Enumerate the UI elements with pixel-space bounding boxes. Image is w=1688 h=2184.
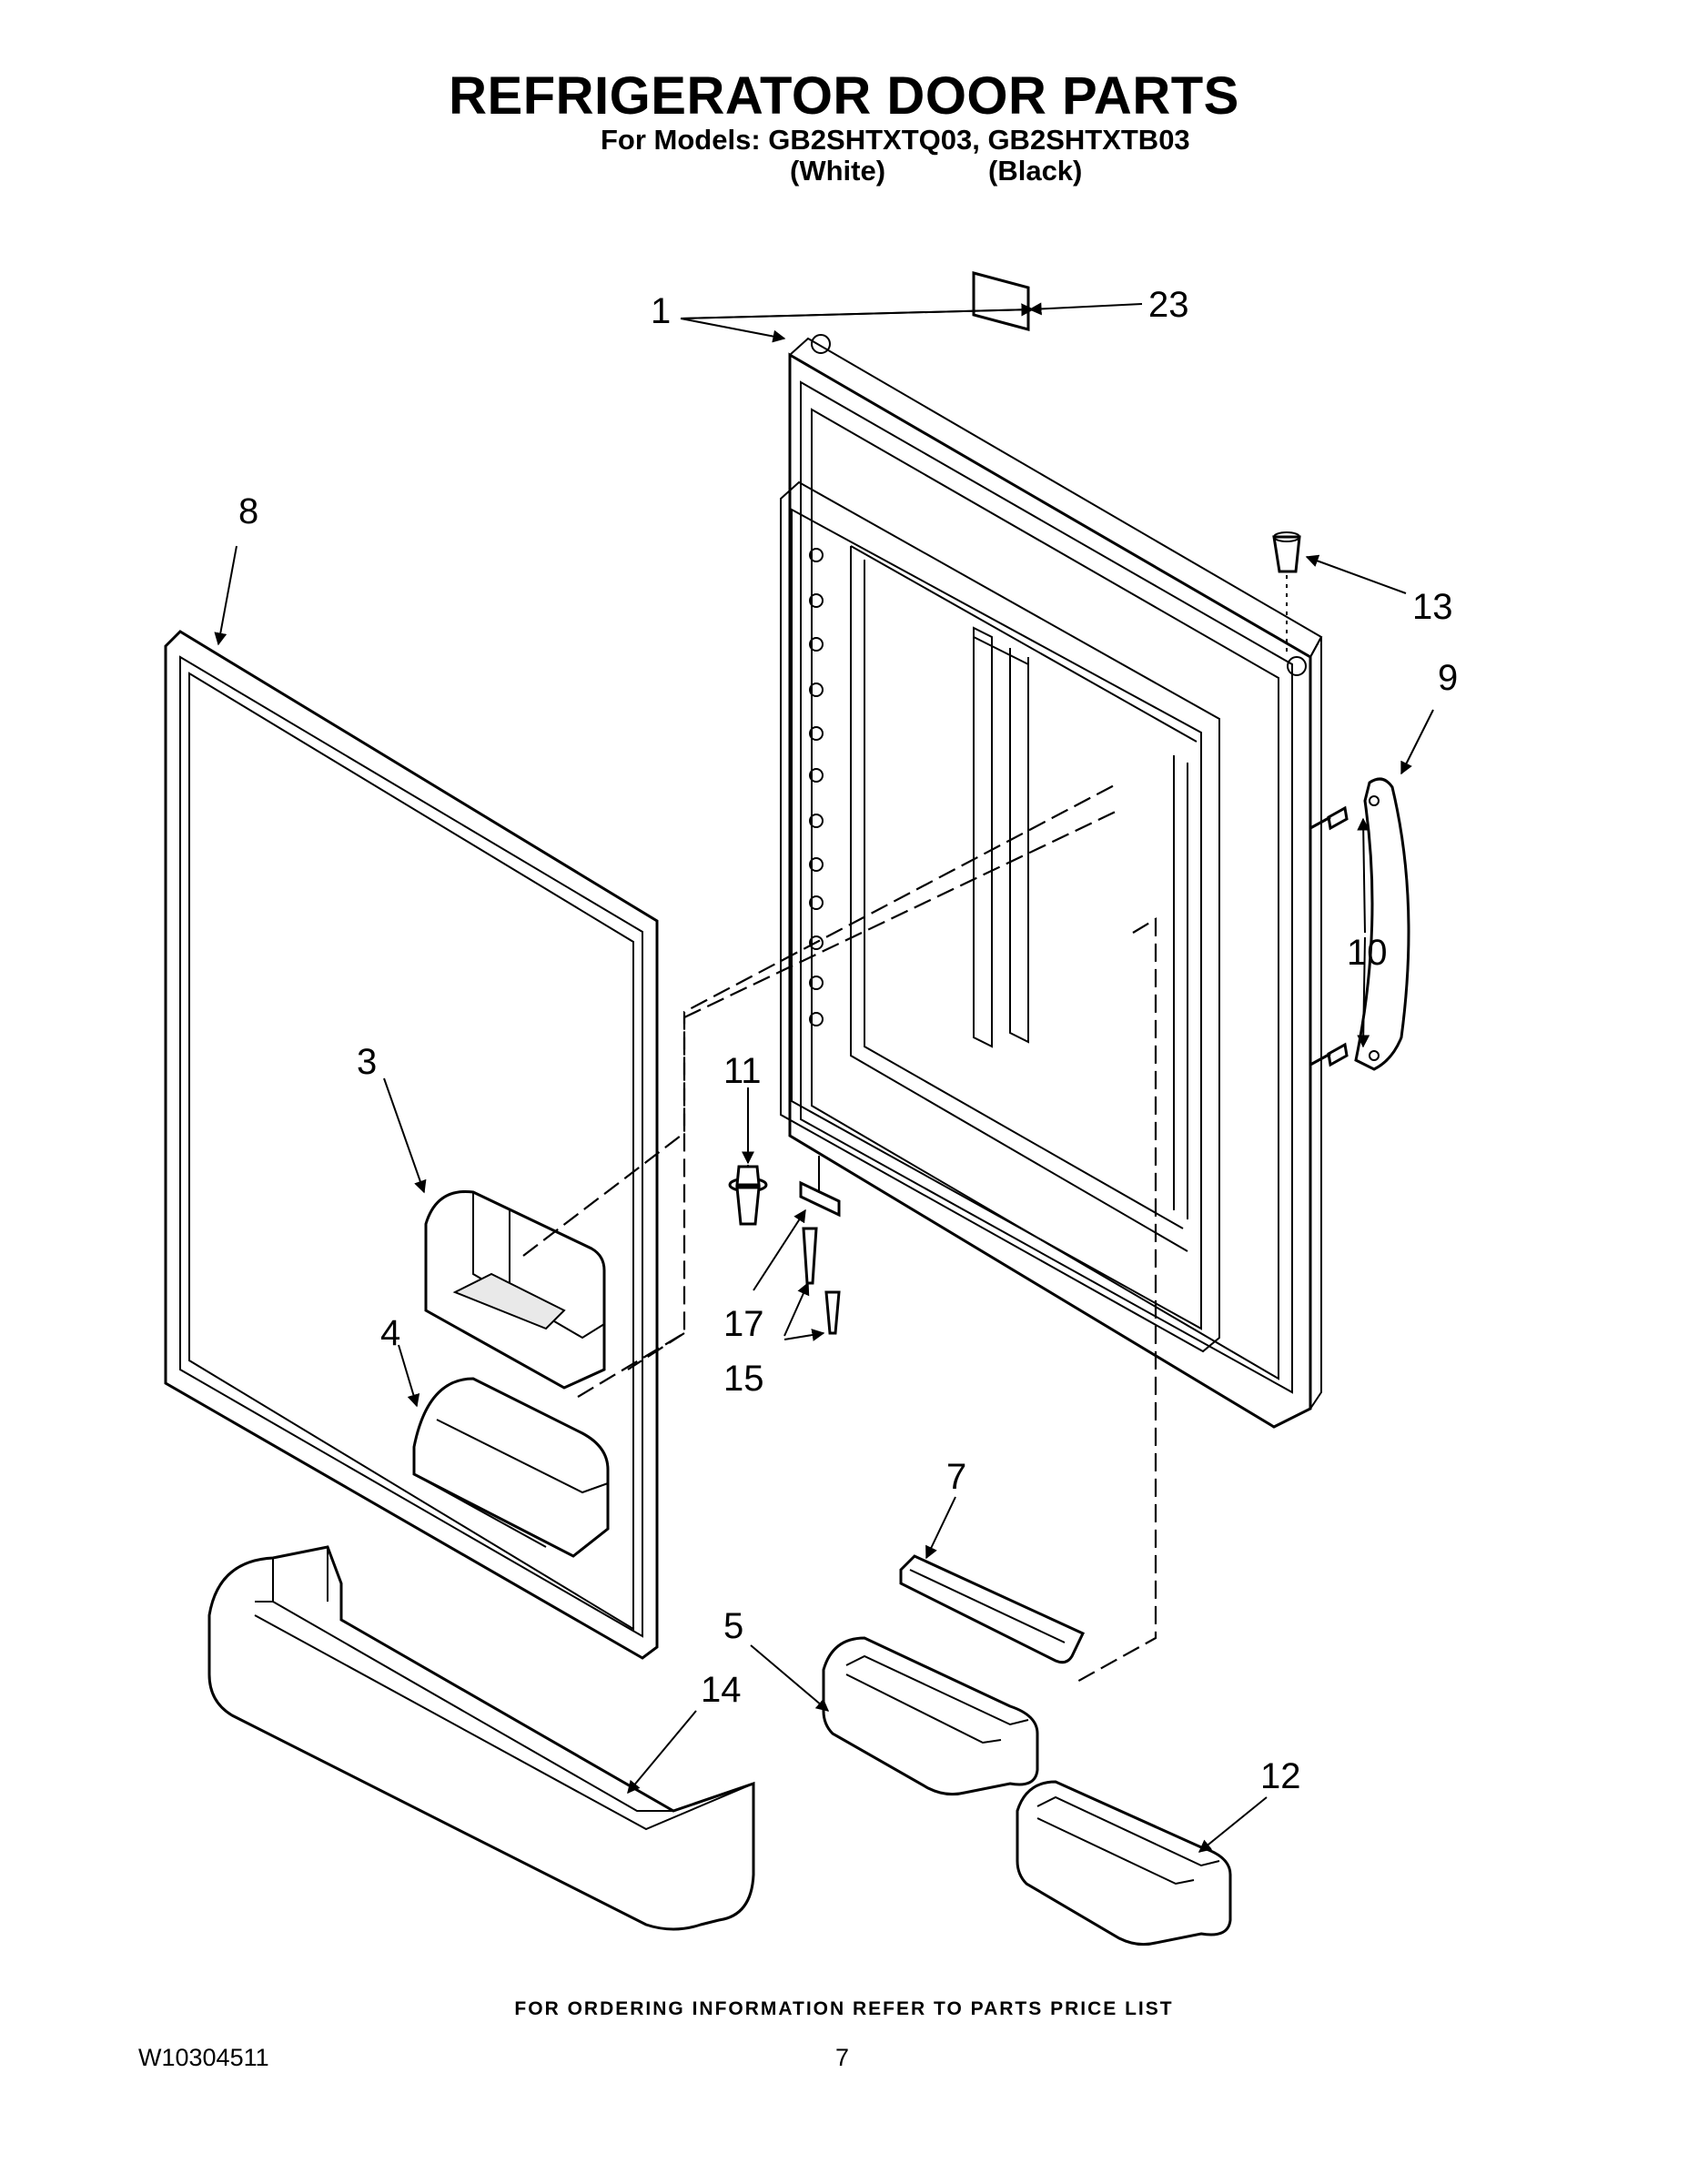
part-5-small-bin: [822, 1636, 1039, 1796]
page-title: REFRIGERATOR DOOR PARTS: [449, 66, 1239, 126]
callout-3: 3: [357, 1042, 377, 1082]
part-15-screws: [802, 1227, 841, 1335]
part-11-door-stop: [728, 1165, 768, 1226]
callout-14: 14: [701, 1670, 742, 1710]
callout-9: 9: [1438, 658, 1458, 698]
part-8-door-gasket: [164, 630, 659, 1660]
ordering-note: FOR ORDERING INFORMATION REFER TO PARTS …: [514, 1998, 1174, 2019]
document-number: W10304511: [138, 2044, 269, 2071]
part-12-small-bin: [1016, 1780, 1232, 1946]
callout-12: 12: [1260, 1756, 1301, 1796]
variant-white-label: (White): [790, 155, 886, 187]
models-line: For Models: GB2SHTXTQ03, GB2SHTXTB03: [601, 124, 1190, 156]
callout-4: 4: [380, 1313, 400, 1353]
part-3-dairy-door: [424, 1189, 606, 1390]
callout-1: 1: [651, 291, 671, 331]
part-9-door-handle: [1354, 777, 1410, 1071]
callout-7: 7: [946, 1457, 966, 1497]
part-1-door-assembly: [780, 334, 1323, 1429]
part-13-hinge-bushing: [1272, 531, 1301, 573]
part-4-dairy-bin: [412, 1377, 610, 1558]
part-23-label-card: [972, 271, 1030, 331]
part-7-bin-cover: [899, 1554, 1086, 1664]
callout-13: 13: [1412, 587, 1453, 627]
leader-arrows: [214, 302, 1434, 1853]
callout-8: 8: [238, 491, 258, 531]
part-14-door-bin: [207, 1545, 755, 1931]
page-number: 7: [835, 2044, 850, 2071]
callout-11: 11: [723, 1051, 762, 1091]
variant-black-label: (Black): [988, 155, 1083, 187]
assembly-lines: [522, 575, 1288, 1684]
callout-17: 17: [723, 1304, 764, 1344]
callout-23: 23: [1148, 285, 1189, 325]
callout-5: 5: [723, 1606, 743, 1646]
callout-10: 10: [1347, 933, 1388, 973]
part-17-hinge-bracket: [799, 1156, 841, 1218]
callout-labels: 1 23 8 13 9 10 3 11 4 17 15 7 5 14 12: [238, 285, 1458, 1796]
part-10-handle-screws: [1309, 805, 1349, 1067]
callout-15: 15: [723, 1359, 764, 1399]
